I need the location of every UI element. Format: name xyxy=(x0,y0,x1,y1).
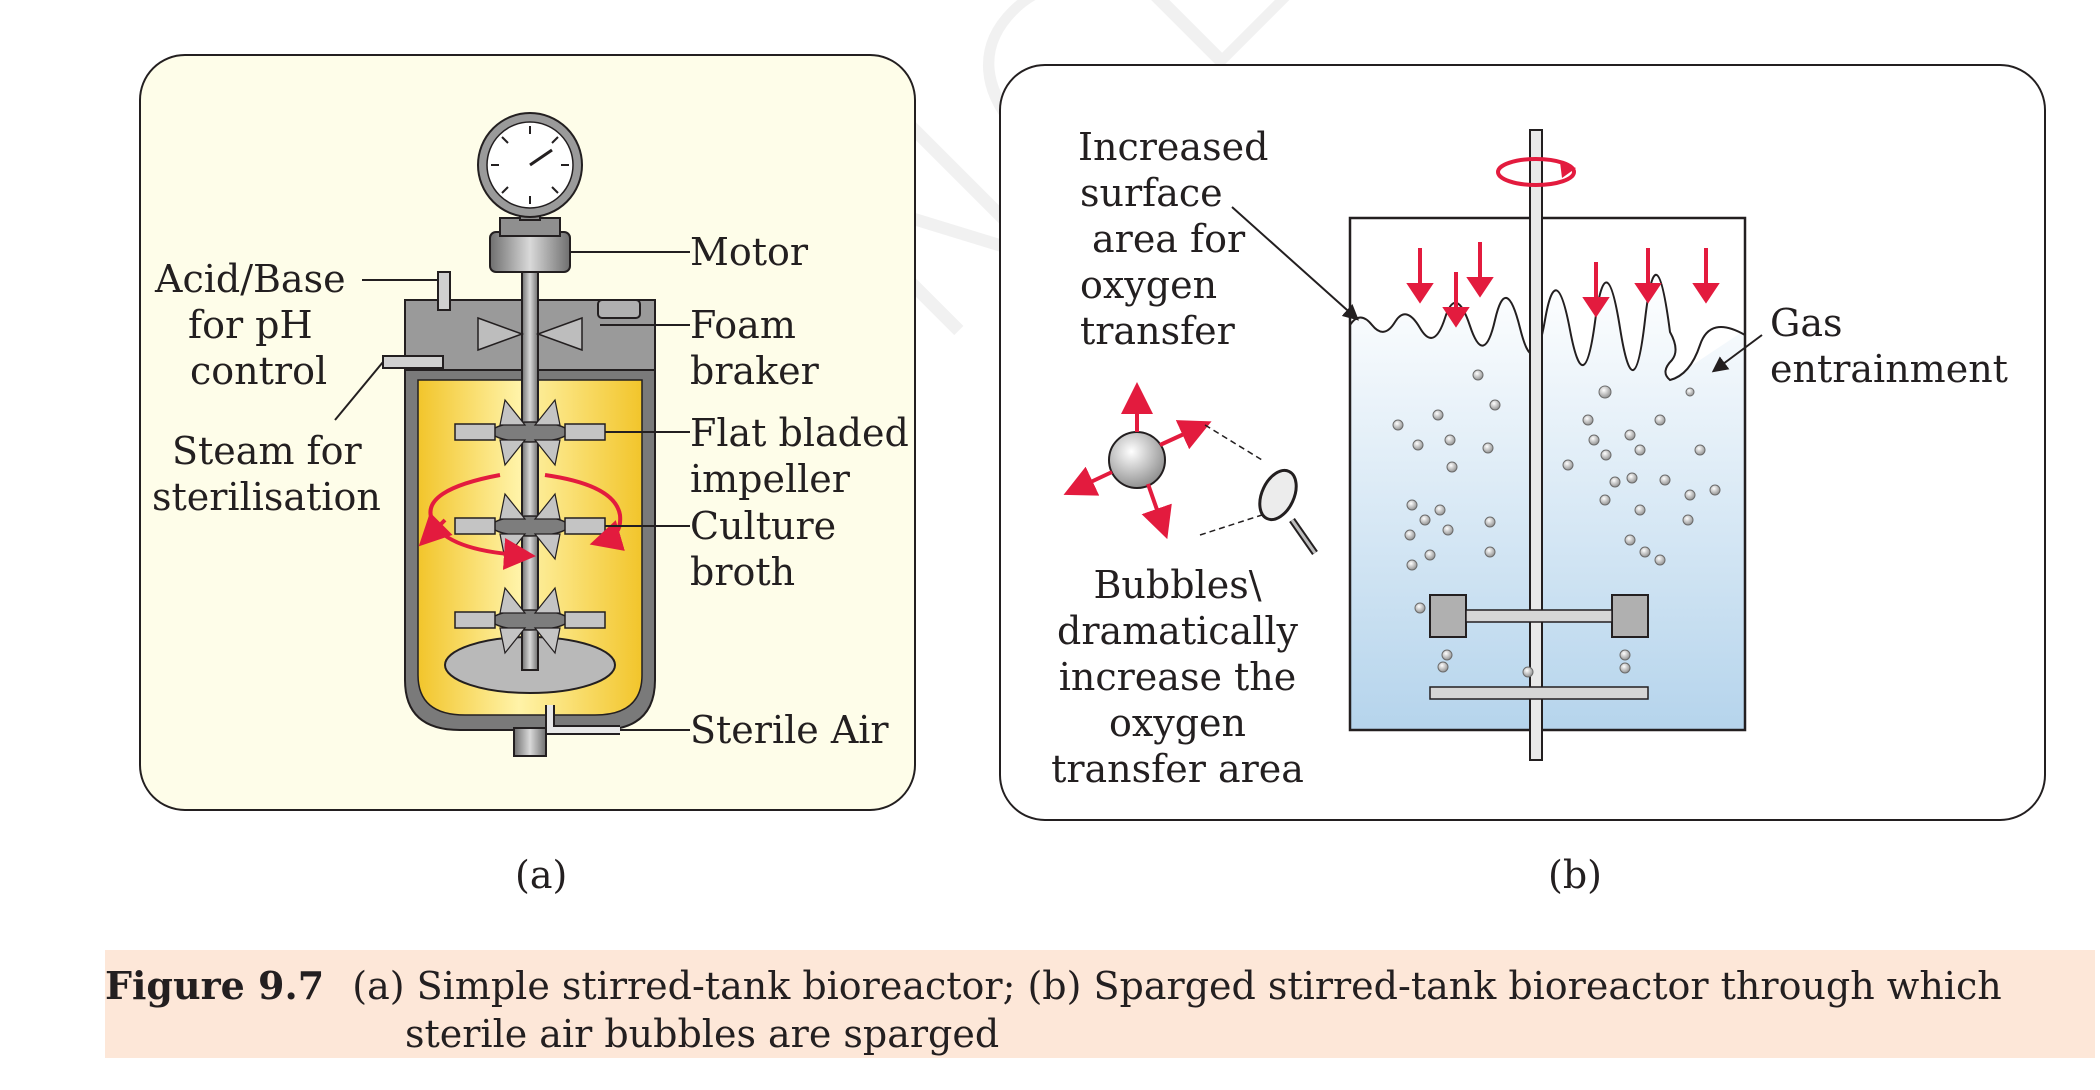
label-bubbles-1: Bubbles\ xyxy=(1093,563,1262,607)
label-sterile-air: Sterile Air xyxy=(690,708,889,752)
label-bubbles-3: increase the xyxy=(1058,655,1297,699)
label-impeller-1: Flat bladed xyxy=(690,411,909,455)
caption-line-2: sterile air bubbles are sparged xyxy=(405,1012,1000,1056)
oxygen-arrows xyxy=(1406,242,1720,328)
figure-caption: Figure 9.7 (a) Simple stirred-tank biore… xyxy=(105,962,2045,1058)
impeller-3 xyxy=(454,586,606,655)
label-surface-3: area for xyxy=(1092,217,1246,261)
caption-line-1: (a) Simple stirred-tank bioreactor; (b) … xyxy=(352,964,2002,1008)
bioreactor-b xyxy=(1063,129,1747,761)
label-bubbles-5: transfer area xyxy=(1051,747,1304,791)
label-steam-2: sterilisation xyxy=(152,475,381,519)
label-surface-4: oxygen xyxy=(1080,263,1218,307)
label-foam-1: Foam xyxy=(690,303,796,347)
label-surface-2: surface xyxy=(1080,171,1223,215)
sublabel-a: (a) xyxy=(515,853,568,897)
label-gas-1: Gas xyxy=(1770,301,1843,345)
leader-lines-a xyxy=(334,251,690,731)
label-culture-2: broth xyxy=(690,550,796,594)
label-bubbles-4: oxygen xyxy=(1108,701,1247,745)
label-bubbles-2: dramatically xyxy=(1057,609,1298,653)
label-foam-2: braker xyxy=(690,349,819,393)
air-bubbles xyxy=(1392,369,1721,678)
magnifier-icon xyxy=(1258,468,1318,556)
label-culture-1: Culture xyxy=(690,504,837,548)
label-acid-base-1: Acid/Base xyxy=(155,257,346,301)
label-acid-base-3: control xyxy=(190,349,328,393)
label-surface-1: Increased xyxy=(1078,125,1269,169)
bubble-arrows xyxy=(1063,382,1212,540)
label-steam-1: Steam for xyxy=(172,429,362,473)
label-acid-base-2: for pH xyxy=(188,303,313,347)
label-gas-2: entrainment xyxy=(1770,347,2008,391)
caption-box xyxy=(105,950,2095,1058)
figure-number: Figure 9.7 xyxy=(105,963,325,1008)
bioreactor-a xyxy=(382,112,656,757)
label-motor: Motor xyxy=(690,230,809,274)
label-surface-5: transfer xyxy=(1080,309,1235,353)
sublabel-b: (b) xyxy=(1548,853,1602,897)
label-impeller-2: impeller xyxy=(690,457,850,501)
